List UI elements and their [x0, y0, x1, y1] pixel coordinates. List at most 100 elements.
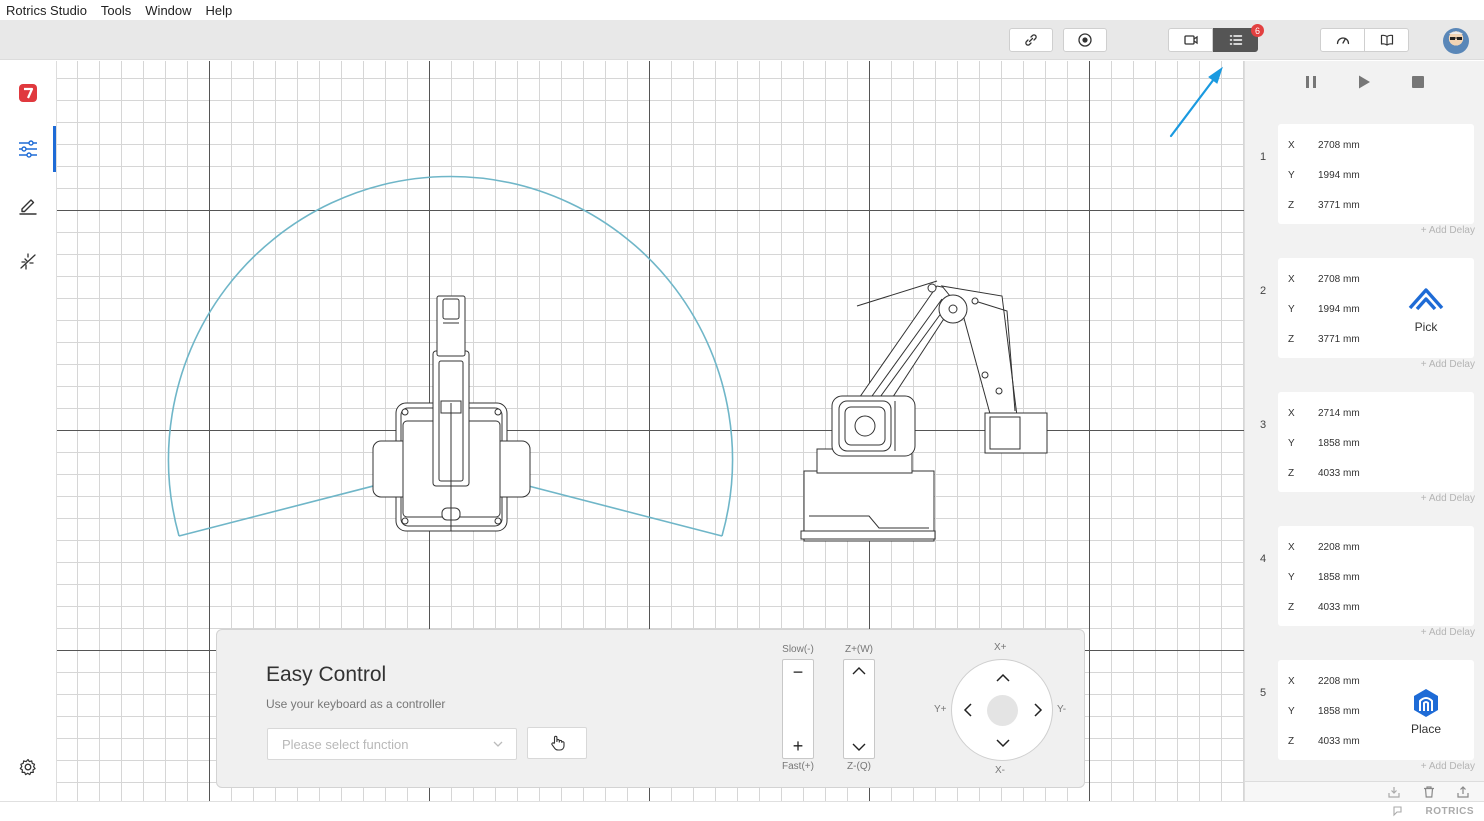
sidebar-item-control[interactable]: [16, 137, 40, 161]
coord-y-label: Y: [1288, 438, 1295, 449]
menu-app-name[interactable]: Rotrics Studio: [6, 2, 87, 18]
chevron-down-icon: [493, 741, 503, 747]
coord-z-label: Z: [1288, 736, 1295, 747]
guide-button[interactable]: [1364, 28, 1409, 52]
gear-icon: [19, 758, 36, 776]
hand-pointer-icon: [551, 735, 565, 751]
chevron-up-icon[interactable]: [852, 666, 866, 676]
y-plus-label: Y+: [934, 704, 947, 715]
teach-point-index: 2: [1259, 285, 1267, 297]
robot-side-view: [800, 280, 1048, 542]
coord-x-value: 2714 mm: [1318, 408, 1360, 419]
coord-x-value: 2708 mm: [1318, 140, 1360, 151]
teach-point-index: 5: [1259, 687, 1267, 699]
z-plus-label: Z+(W): [844, 644, 874, 655]
coord-x-value: 2708 mm: [1318, 274, 1360, 285]
list-icon: [1229, 35, 1242, 45]
sidebar-item-draw[interactable]: [16, 193, 40, 217]
export-icon[interactable]: [1456, 785, 1470, 799]
brand-logo-text: ROTRICS: [1425, 806, 1474, 817]
save-icon[interactable]: [1387, 785, 1401, 799]
camera-icon: [1183, 35, 1198, 45]
status-bar: ROTRICS: [0, 801, 1484, 821]
coord-z-label: Z: [1288, 334, 1295, 345]
activate-control-button[interactable]: [527, 727, 587, 759]
speed-slider[interactable]: − +: [782, 659, 814, 759]
dpad-center[interactable]: [987, 695, 1018, 726]
menu-bar: Rotrics Studio Tools Window Help: [0, 0, 1484, 20]
coord-z-label: Z: [1288, 602, 1295, 613]
speed-button[interactable]: [1320, 28, 1365, 52]
camera-button[interactable]: [1168, 28, 1213, 52]
coord-z-value: 3771 mm: [1318, 200, 1360, 211]
menu-help[interactable]: Help: [205, 2, 233, 18]
easy-control-title: Easy Control: [266, 663, 387, 686]
avatar-face-icon: [1448, 31, 1464, 40]
sidebar-item-laser[interactable]: [16, 249, 40, 273]
arrow-left-icon[interactable]: [960, 702, 976, 718]
stop-icon[interactable]: [1410, 74, 1426, 90]
function-select[interactable]: Please select function: [267, 728, 517, 760]
point-list-button[interactable]: 6: [1213, 24, 1264, 52]
add-delay-button[interactable]: + Add Delay: [1420, 493, 1475, 504]
add-delay-button[interactable]: + Add Delay: [1420, 627, 1475, 638]
add-delay-button[interactable]: + Add Delay: [1420, 761, 1475, 772]
rotrics-logo-icon: [19, 84, 37, 102]
arrow-right-icon[interactable]: [1030, 702, 1046, 718]
easy-control-subtitle: Use your keyboard as a controller: [266, 697, 446, 711]
settings-button[interactable]: [16, 755, 40, 779]
link-button[interactable]: [1009, 28, 1053, 52]
add-delay-button[interactable]: + Add Delay: [1420, 225, 1475, 236]
speed-increase-icon[interactable]: +: [792, 736, 804, 756]
trash-icon[interactable]: [1422, 785, 1436, 799]
chevron-down-icon[interactable]: [852, 742, 866, 752]
coord-y-value: 1994 mm: [1318, 170, 1360, 181]
coord-z-label: Z: [1288, 200, 1295, 211]
z-minus-label: Z-(Q): [847, 761, 871, 772]
speed-decrease-icon[interactable]: −: [792, 662, 804, 682]
x-minus-label: X-: [995, 765, 1005, 776]
pause-icon[interactable]: [1303, 74, 1319, 90]
sidebar-active-indicator: [53, 126, 56, 172]
coord-x-label: X: [1288, 274, 1295, 285]
workspace-canvas[interactable]: Easy Control Use your keyboard as a cont…: [57, 61, 1244, 801]
z-axis-slider[interactable]: [843, 659, 875, 759]
arrow-up-icon[interactable]: [995, 670, 1011, 686]
user-avatar[interactable]: [1443, 28, 1469, 54]
xy-direction-pad[interactable]: [951, 659, 1053, 761]
sidebar-item-home[interactable]: [16, 81, 40, 105]
record-icon: [1078, 33, 1092, 47]
add-delay-button[interactable]: + Add Delay: [1420, 359, 1475, 370]
coord-x-label: X: [1288, 542, 1295, 553]
feedback-icon[interactable]: [1392, 805, 1405, 818]
menu-window[interactable]: Window: [145, 2, 192, 18]
place-icon: [1414, 689, 1438, 717]
coord-y-label: Y: [1288, 304, 1295, 315]
menu-tools[interactable]: Tools: [100, 2, 132, 18]
coord-y-value: 1994 mm: [1318, 304, 1360, 315]
speed-fast-label: Fast(+): [782, 761, 814, 772]
panel-footer-actions: [1245, 781, 1484, 801]
play-icon[interactable]: [1356, 74, 1372, 90]
record-button[interactable]: [1063, 28, 1107, 52]
teach-point-action: Place: [1398, 686, 1454, 736]
playback-controls: [1245, 61, 1484, 103]
teach-point-index: 4: [1259, 553, 1267, 565]
arrow-down-icon[interactable]: [995, 735, 1011, 751]
